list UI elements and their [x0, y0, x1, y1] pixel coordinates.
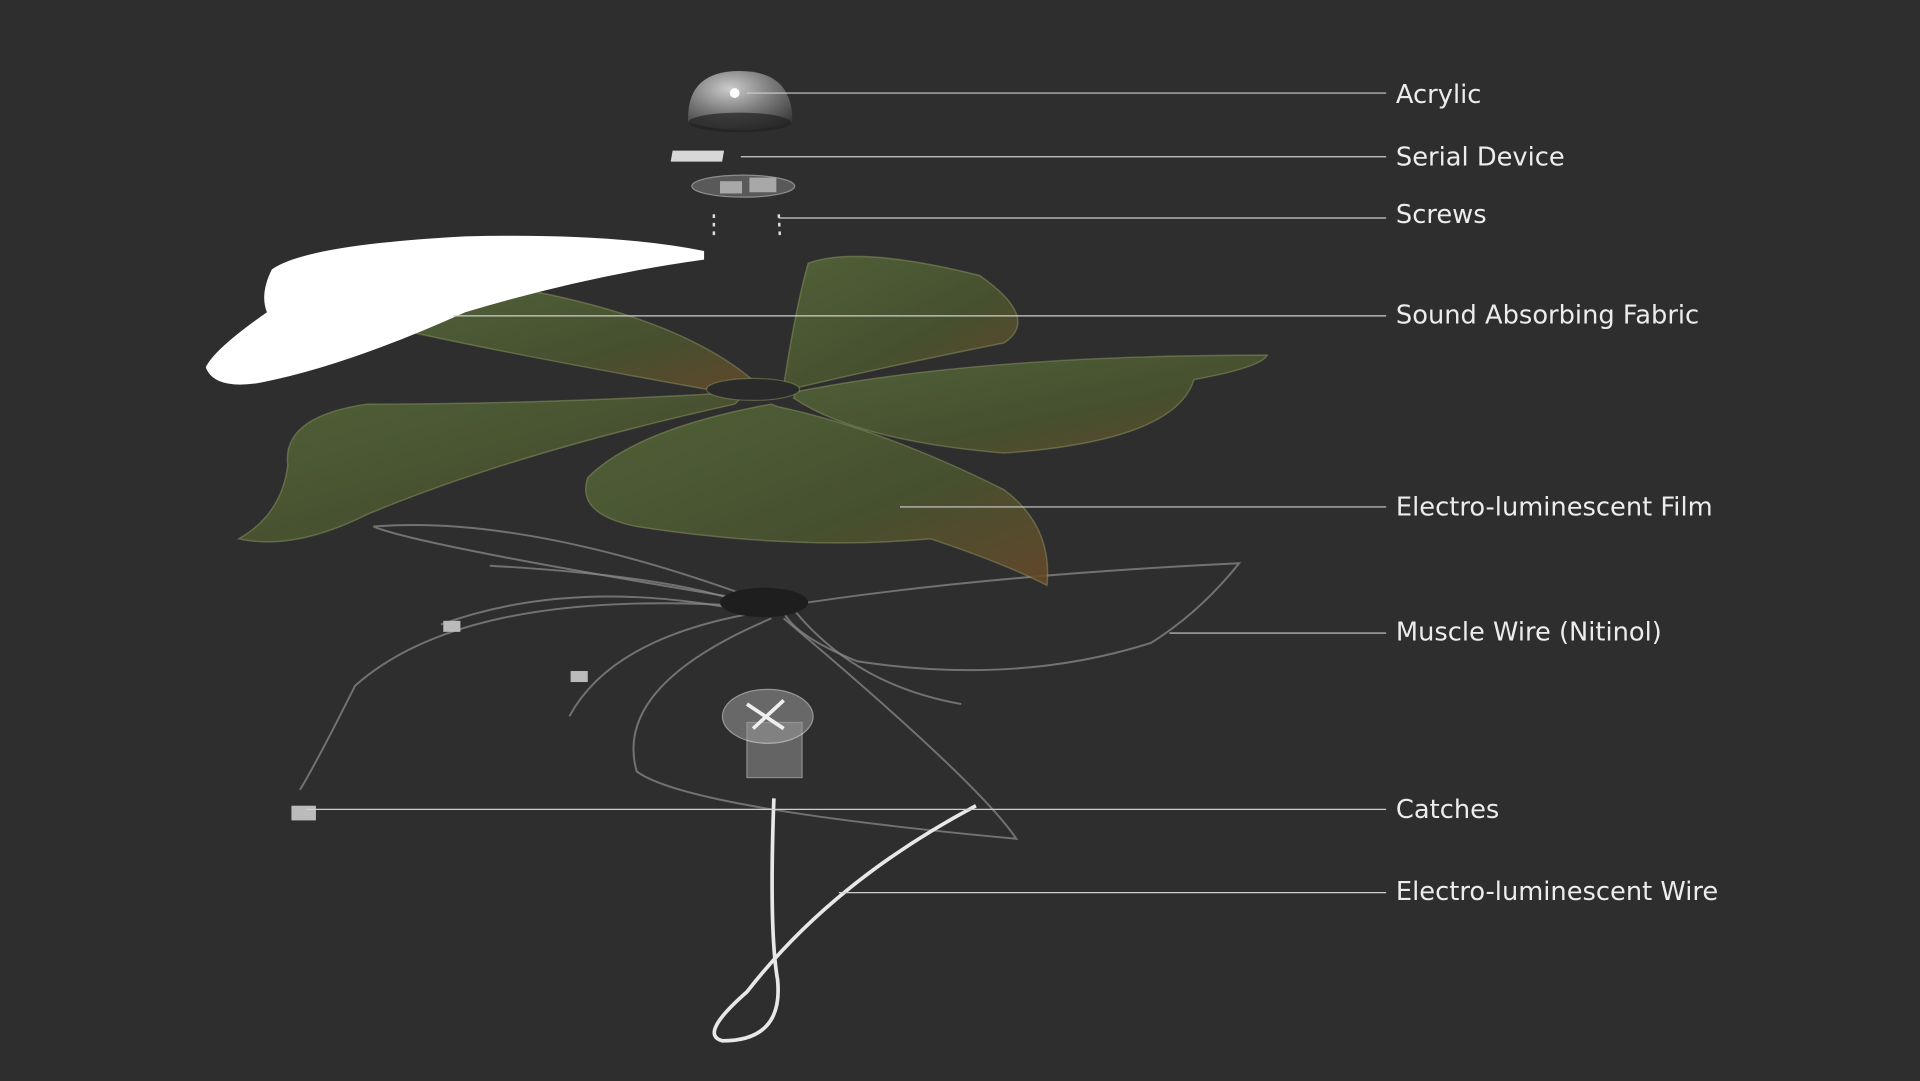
label-muscle-wire: Muscle Wire (Nitinol) — [1396, 617, 1662, 647]
screws — [712, 214, 782, 239]
leader-lines — [306, 92, 1387, 894]
serial-device — [670, 150, 725, 162]
muscle-wires — [299, 524, 1242, 840]
wire-hub — [720, 587, 809, 618]
acrylic-dome — [688, 71, 793, 133]
label-el-film: Electro-luminescent Film — [1396, 493, 1713, 523]
screw-mount-board — [691, 174, 796, 198]
electro-luminescent-film — [236, 255, 1269, 587]
label-sound-absorbing-fabric: Sound Absorbing Fabric — [1396, 300, 1699, 330]
catches — [291, 620, 588, 821]
label-catches: Catches — [1396, 795, 1499, 825]
label-el-wire: Electro-luminescent Wire — [1396, 877, 1718, 907]
label-acrylic: Acrylic — [1396, 80, 1481, 110]
sound-absorbing-fabric — [205, 235, 705, 385]
label-serial-device: Serial Device — [1396, 142, 1565, 172]
electro-luminescent-wire — [712, 798, 977, 1043]
label-screws: Screws — [1396, 200, 1487, 230]
base-hub — [721, 688, 814, 779]
